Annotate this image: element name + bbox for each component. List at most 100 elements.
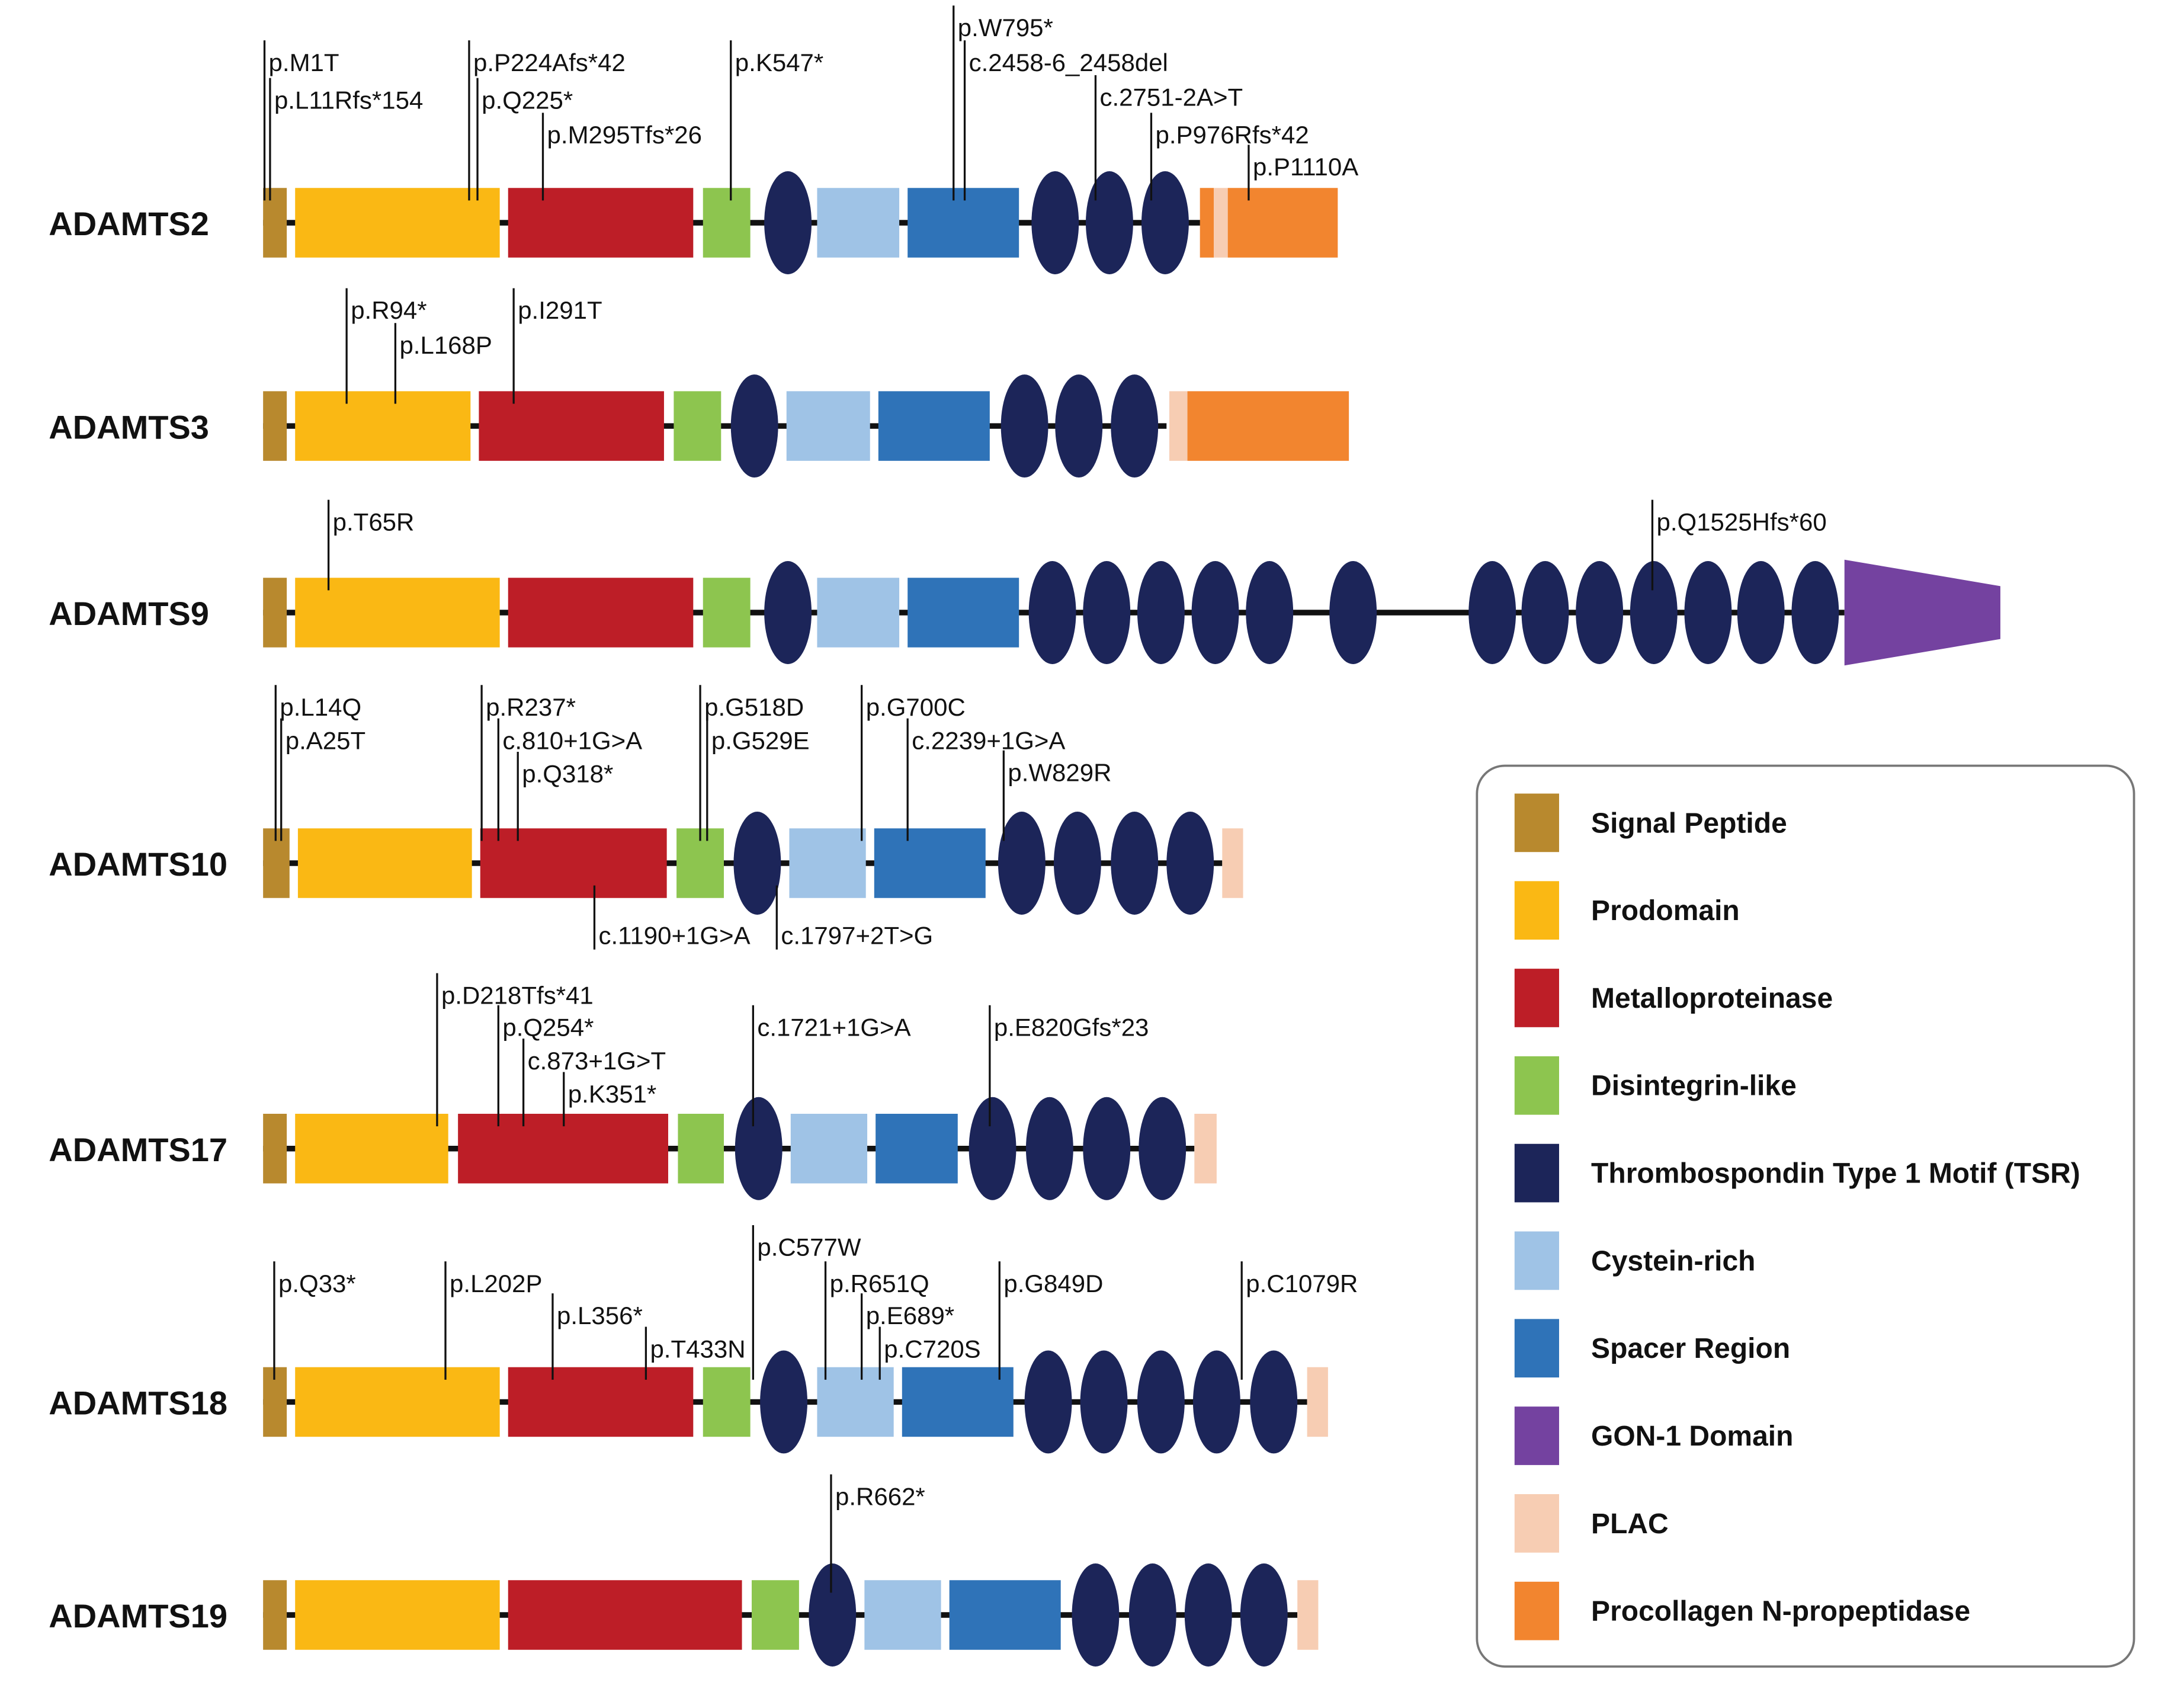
mutation-label: p.Q33* bbox=[278, 1270, 356, 1297]
tsr-domain bbox=[1684, 561, 1732, 664]
pro-domain bbox=[295, 1114, 448, 1184]
tsr-domain bbox=[1139, 1097, 1186, 1200]
tsr-domain bbox=[1141, 171, 1189, 274]
tsr-domain bbox=[1192, 1350, 1240, 1454]
mutation-label: p.A25T bbox=[286, 726, 365, 754]
mutation-label: p.L14Q bbox=[280, 693, 361, 721]
mutation-label: p.T433N bbox=[650, 1335, 745, 1363]
mutation-label: p.E689* bbox=[866, 1302, 954, 1329]
spacer-domain bbox=[949, 1580, 1061, 1650]
tsr-domain bbox=[1072, 1563, 1120, 1667]
pro-domain bbox=[295, 188, 500, 258]
tsr-domain bbox=[764, 561, 812, 664]
tsr-domain bbox=[1031, 171, 1079, 274]
mutation-label: p.Q318* bbox=[522, 760, 613, 788]
tsr-domain bbox=[1000, 374, 1048, 478]
mutation-label: c.1721+1G>A bbox=[757, 1013, 910, 1041]
spacer-domain bbox=[907, 578, 1019, 648]
legend-box bbox=[1476, 764, 2135, 1668]
legend-label-metallo: Metalloproteinase bbox=[1591, 983, 1833, 1014]
legend-label-spacer: Spacer Region bbox=[1591, 1333, 1790, 1364]
gon-1-domain bbox=[1844, 559, 2000, 666]
mutation-label: p.W795* bbox=[958, 14, 1053, 41]
plac-domain bbox=[1307, 1367, 1328, 1437]
metallo-domain bbox=[508, 1580, 742, 1650]
mutation-label: p.C720S bbox=[884, 1335, 980, 1363]
disint-domain bbox=[678, 1114, 724, 1184]
pro-domain bbox=[297, 828, 472, 898]
mutation-label: c.1797+2T>G bbox=[781, 921, 933, 949]
mutation-label: c.2458-6_2458del bbox=[969, 49, 1168, 76]
signal-domain bbox=[263, 1114, 287, 1184]
mutation-label: p.G700C bbox=[866, 693, 966, 721]
plac-domain bbox=[1214, 188, 1228, 258]
tsr-domain bbox=[1240, 1563, 1288, 1667]
pro-domain bbox=[295, 1367, 500, 1437]
tsr-domain bbox=[1083, 561, 1131, 664]
legend-label-pro: Prodomain bbox=[1591, 895, 1740, 927]
tsr-domain bbox=[1246, 561, 1294, 664]
tsr-domain bbox=[1137, 1350, 1185, 1454]
tsr-domain bbox=[1521, 561, 1569, 664]
tsr-domain bbox=[1086, 171, 1133, 274]
procol-domain bbox=[1200, 188, 1214, 258]
tsr-domain bbox=[969, 1097, 1016, 1200]
plac-domain bbox=[1222, 828, 1243, 898]
mutation-label: p.D218Tfs*41 bbox=[441, 981, 594, 1009]
pro-domain bbox=[295, 391, 471, 461]
cys-domain bbox=[786, 391, 870, 461]
legend-swatch-tsr bbox=[1514, 1143, 1559, 1203]
tsr-domain bbox=[1128, 1563, 1176, 1667]
mutation-label: p.R94* bbox=[351, 296, 426, 324]
plac-domain bbox=[1169, 391, 1188, 461]
legend-swatch-pro bbox=[1514, 881, 1559, 940]
plac-domain bbox=[1194, 1114, 1217, 1184]
protein-name-adamts18: ADAMTS18 bbox=[49, 1385, 227, 1422]
mutation-label: p.L356* bbox=[557, 1302, 643, 1329]
protein-name-adamts3: ADAMTS3 bbox=[49, 408, 209, 446]
mutation-label: p.Q254* bbox=[502, 1013, 594, 1041]
mutation-label: p.C1079R bbox=[1246, 1270, 1358, 1297]
procol-domain bbox=[1187, 391, 1349, 461]
tsr-domain bbox=[1329, 561, 1377, 664]
mutation-label: p.W829R bbox=[1008, 758, 1111, 786]
mutation-label: c.2751-2A>T bbox=[1100, 84, 1243, 111]
metallo-domain bbox=[479, 391, 664, 461]
legend-swatch-spacer bbox=[1514, 1319, 1559, 1378]
mutation-label: p.P224Afs*42 bbox=[473, 49, 626, 76]
tsr-domain bbox=[1028, 561, 1076, 664]
legend-swatch-plac bbox=[1514, 1494, 1559, 1553]
legend-swatch-metallo bbox=[1514, 969, 1559, 1027]
metallo-domain bbox=[480, 828, 667, 898]
legend-label-gon: GON-1 Domain bbox=[1591, 1421, 1793, 1452]
tsr-domain bbox=[1791, 561, 1839, 664]
tsr-domain bbox=[1468, 561, 1516, 664]
legend-swatch-disint bbox=[1514, 1056, 1559, 1115]
mutation-label: c.2239+1G>A bbox=[912, 726, 1065, 754]
mutation-label: p.E820Gfs*23 bbox=[994, 1013, 1149, 1041]
disint-domain bbox=[703, 188, 751, 258]
tsr-domain bbox=[735, 1097, 783, 1200]
metallo-domain bbox=[508, 1367, 694, 1437]
mutation-label: p.M295Tfs*26 bbox=[547, 121, 702, 149]
disint-domain bbox=[752, 1580, 799, 1650]
spacer-domain bbox=[878, 391, 990, 461]
mutation-label: p.G849D bbox=[1003, 1270, 1103, 1297]
protein-name-adamts9: ADAMTS9 bbox=[49, 595, 209, 632]
mutation-label: p.P1110A bbox=[1253, 153, 1358, 181]
tsr-domain bbox=[809, 1563, 857, 1667]
mutation-label: p.K351* bbox=[568, 1080, 656, 1108]
mutation-label: p.L11Rfs*154 bbox=[274, 86, 423, 114]
mutation-label: p.T65R bbox=[333, 508, 415, 536]
tsr-domain bbox=[1191, 561, 1239, 664]
mutation-label: c.1190+1G>A bbox=[599, 921, 751, 949]
mutation-label: p.R237* bbox=[486, 693, 576, 721]
plac-domain bbox=[1297, 1580, 1319, 1650]
tsr-domain bbox=[1055, 374, 1103, 478]
tsr-domain bbox=[1630, 561, 1678, 664]
tsr-domain bbox=[1053, 812, 1101, 915]
protein-name-adamts17: ADAMTS17 bbox=[49, 1131, 227, 1168]
tsr-domain bbox=[1250, 1350, 1298, 1454]
tsr-domain bbox=[733, 812, 781, 915]
